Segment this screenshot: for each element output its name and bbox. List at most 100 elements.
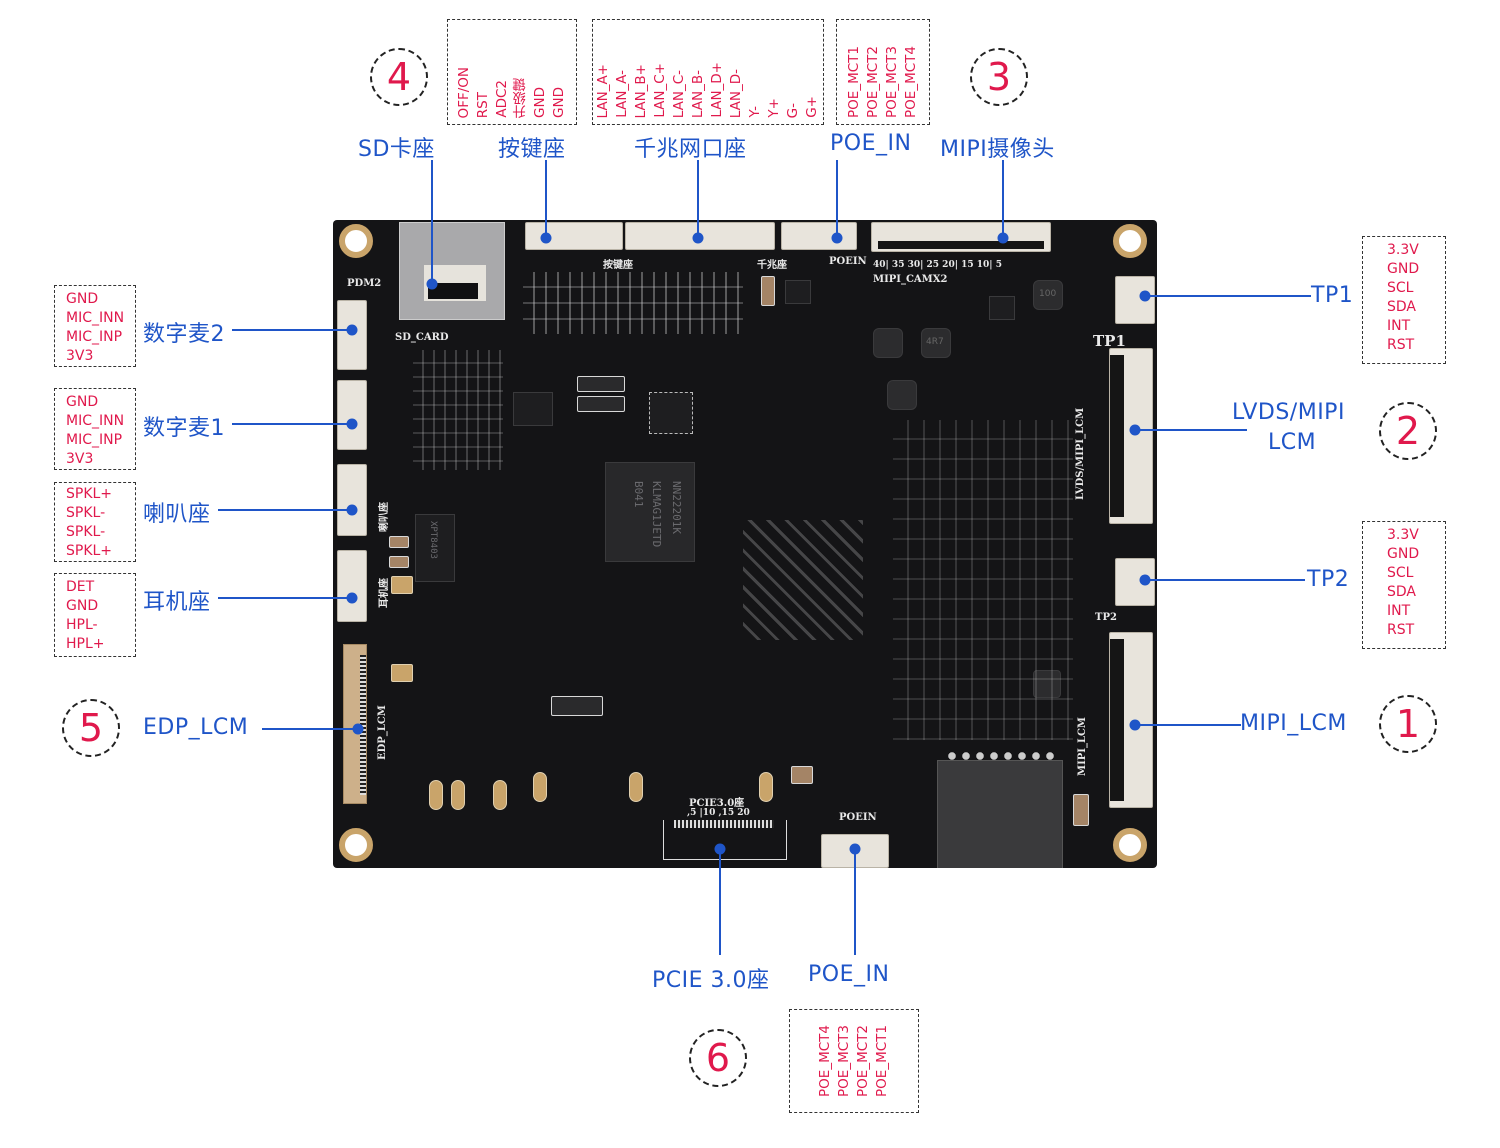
pin-label: SCL — [1387, 280, 1414, 296]
slot-pad — [533, 772, 547, 802]
leader-dot — [346, 504, 358, 516]
silk-lvds-mipi-lcm: LVDS/MIPI_LCM — [1075, 407, 1086, 500]
label-mic2: 数字麦2 — [143, 322, 225, 347]
leader-dot — [346, 592, 358, 604]
mic1-connector — [337, 380, 367, 450]
leader-line — [431, 160, 433, 284]
pin-label: LAN_D- — [728, 68, 744, 118]
pin-label: POE_MCT1 — [874, 1025, 890, 1097]
inductor: 4R7 — [921, 328, 951, 358]
lan-pin-box: LAN_A+ LAN_A- LAN_B+ LAN_C+ LAN_C- LAN_B… — [592, 19, 824, 125]
label-sd-card: SD卡座 — [358, 137, 435, 162]
label-poe-in-top: POE_IN — [830, 131, 912, 156]
pin-label: SCL — [1387, 565, 1414, 581]
label-speaker: 喇叭座 — [143, 502, 211, 527]
slot-pad — [493, 780, 507, 810]
mosfet — [513, 392, 553, 426]
label-lvds-mipi-lcm-line2: LCM — [1268, 430, 1317, 455]
silk-key-header: 按键座 — [603, 260, 633, 271]
silk-lan: 千兆座 — [757, 260, 787, 271]
mosfet — [989, 296, 1015, 320]
pin-label: ADC2 — [494, 80, 510, 118]
mounting-hole — [339, 224, 373, 258]
pin-label: LAN_C- — [671, 69, 687, 118]
leader-dot — [346, 324, 358, 336]
label-tp1: TP1 — [1311, 283, 1354, 308]
label-mipi-lcm: MIPI_LCM — [1240, 711, 1347, 736]
capacitor — [389, 536, 409, 548]
inductor-marking: 100 — [1039, 289, 1057, 299]
label-lvds-mipi-lcm-line1: LVDS/MIPI — [1232, 400, 1345, 425]
pin-label: SPKL- — [66, 524, 106, 540]
pin-label: MIC_INN — [66, 310, 125, 326]
label-headphone: 耳机座 — [143, 590, 211, 615]
lvds-mipi-lcm-connector — [1109, 348, 1153, 524]
mic2-pin-box: GND MIC_INN MIC_INP 3V3 — [54, 285, 136, 367]
smd-component-field — [413, 350, 503, 470]
silk-pcie: PCIE3.0座 — [689, 798, 745, 809]
emmc-chip-marking: NN22201K — [670, 481, 683, 534]
leader-dot — [426, 278, 438, 290]
pcie-connector — [663, 820, 787, 860]
leader-dot — [352, 723, 364, 735]
label-key-header: 按键座 — [498, 137, 566, 162]
tp1-connector — [1115, 276, 1155, 324]
pin-label: Y+ — [766, 98, 782, 118]
mic1-pin-box: GND MIC_INN MIC_INP 3V3 — [54, 388, 136, 470]
qfn-chip — [649, 392, 693, 434]
poe-in-bottom-pin-box: POE_MCT4 POE_MCT3 POE_MCT2 POE_MCT1 — [789, 1009, 919, 1113]
silk-pcie-ticks: ,5 |10 ,15 20 — [687, 808, 750, 818]
leader-dot — [346, 418, 358, 430]
key-header-pin-box: OFF/ON RST ADC2 升级键 GND GND — [447, 19, 577, 125]
sense-resistor — [577, 376, 625, 392]
silk-poein-top: POEIN — [829, 256, 867, 267]
pcb-board: PDM2 SD_CARD 按键座 千兆座 POEIN 40| 35 30| 25… — [333, 220, 1157, 868]
label-tp2: TP2 — [1307, 567, 1350, 592]
pin-label: HPL- — [66, 617, 98, 633]
smd-component-field — [743, 520, 863, 640]
rj45-jack — [937, 760, 1063, 868]
leader-line — [1002, 160, 1004, 238]
slot-pad — [429, 780, 443, 810]
mounting-hole — [339, 828, 373, 862]
pin-label: SDA — [1387, 299, 1416, 315]
pin-label: MIC_INN — [66, 413, 125, 429]
mounting-hole — [1113, 224, 1147, 258]
pin-label: POE_MCT3 — [836, 1025, 852, 1097]
pin-label: 3V3 — [66, 348, 94, 364]
headphone-connector — [337, 550, 367, 622]
speaker-connector — [337, 464, 367, 536]
chip — [1033, 670, 1061, 698]
pin-label: POE_MCT4 — [817, 1025, 833, 1097]
silk-tp2: TP2 — [1095, 612, 1117, 623]
capacitor — [791, 766, 813, 784]
pin-label: Y- — [747, 106, 763, 118]
pin-label: MIC_INP — [66, 329, 123, 345]
label-mic1: 数字麦1 — [143, 416, 225, 441]
pin-label: 3.3V — [1387, 527, 1419, 543]
copper-pad — [391, 664, 413, 682]
pin-label: GND — [1387, 261, 1420, 277]
headphone-pin-box: DET GND HPL- HPL+ — [54, 573, 136, 657]
silk-mipi-lcm: MIPI_LCM — [1077, 716, 1088, 776]
sense-resistor — [577, 396, 625, 412]
pin-label: LAN_B+ — [633, 63, 649, 119]
tp1-pin-box: 3.3V GND SCL SDA INT RST — [1362, 236, 1446, 364]
sd-card-slot — [399, 222, 505, 320]
silk-pdm2: PDM2 — [347, 278, 382, 289]
leader-line — [719, 849, 721, 955]
silk-mipi-camx2: MIPI_CAMX2 — [873, 274, 948, 285]
silk-edp-lcm: EDP_LCM — [377, 705, 388, 760]
leader-line — [262, 728, 358, 730]
copper-pad — [391, 576, 413, 594]
pin-label: 3.3V — [1387, 242, 1419, 258]
pin-label: POE_MCT3 — [884, 46, 900, 118]
leader-line — [1145, 295, 1311, 297]
silk-poein-bottom: POEIN — [839, 812, 877, 823]
pin-label: POE_MCT2 — [865, 46, 881, 118]
pin-label: G- — [785, 102, 801, 118]
pin-label: GND — [66, 598, 99, 614]
pin-label: 升级键 — [513, 77, 529, 119]
rj45-pins — [945, 750, 1055, 762]
pin-label: GND — [66, 291, 99, 307]
